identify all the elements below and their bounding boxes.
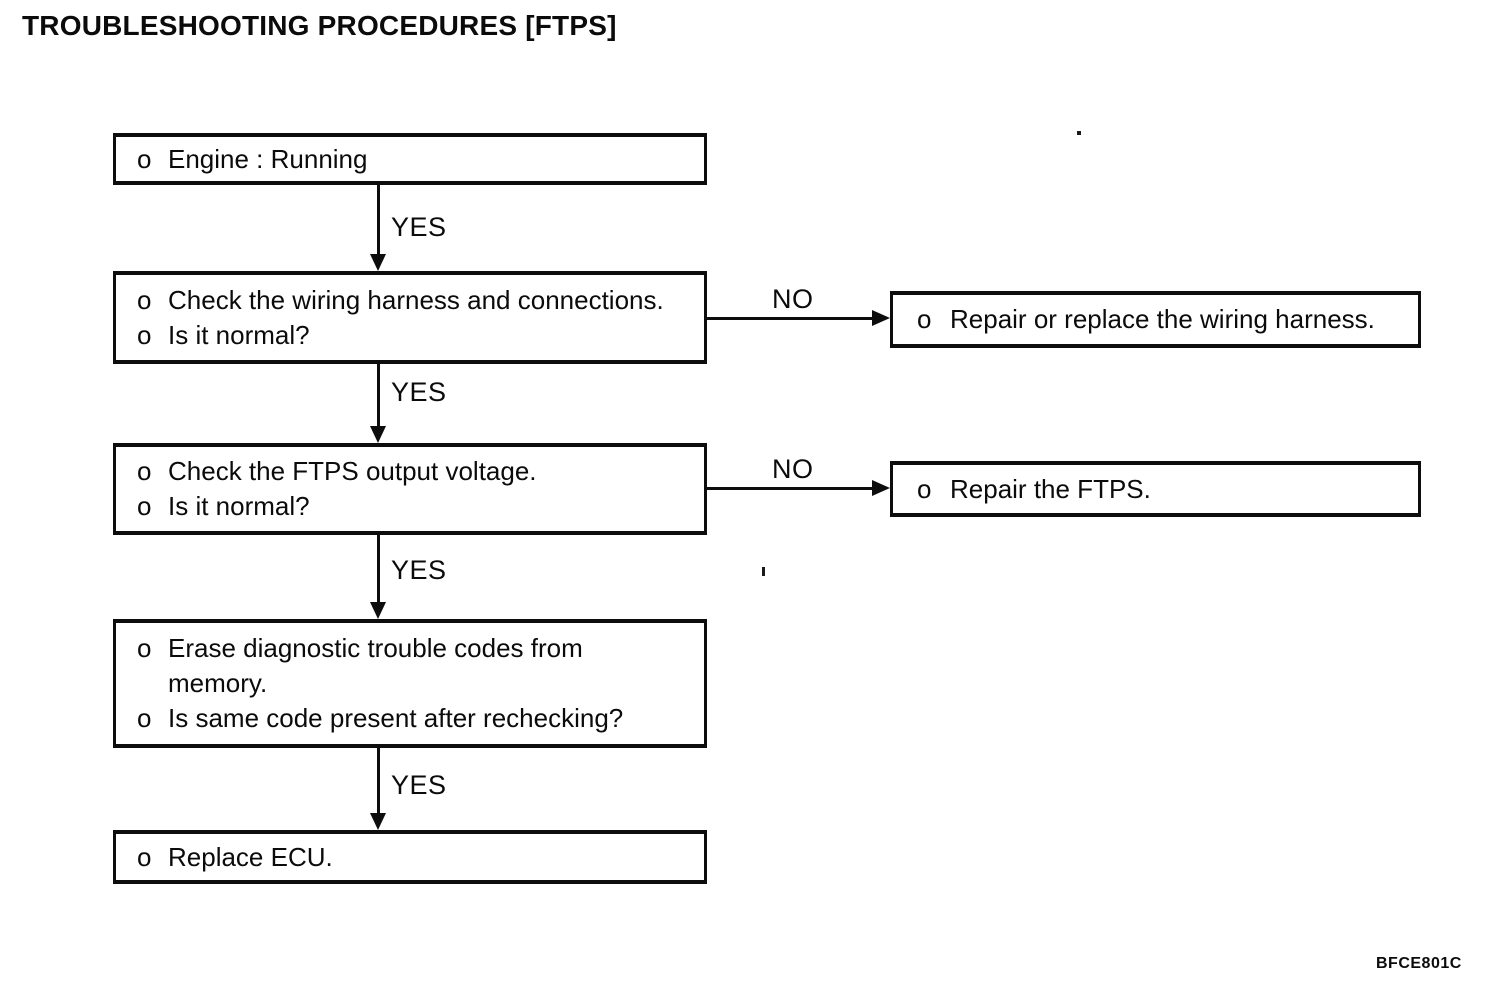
arrowhead-right-icon (872, 480, 890, 496)
flow-box-check-ftps-output-voltage: o Check the FTPS output voltage. o Is it… (113, 443, 707, 535)
flow-line: o Is it normal? (116, 489, 696, 524)
flow-line-text: memory. (168, 668, 268, 698)
bullet-marker: o (137, 319, 152, 350)
flow-box-content: o Repair or replace the wiring harness. (893, 295, 1418, 344)
bullet-marker: o (137, 143, 152, 174)
arrowhead-down-icon (370, 813, 386, 830)
flow-box-engine-running: o Engine : Running (113, 133, 707, 185)
flow-line-text: Replace ECU. (168, 841, 333, 872)
flow-line: o Replace ECU. (116, 840, 696, 875)
flow-line: o Repair the FTPS. (893, 472, 1410, 507)
connector-line-4 (377, 748, 380, 813)
bullet-marker: o (137, 633, 152, 663)
bullet-marker: o (137, 841, 152, 872)
flow-line: o Check the wiring harness and connectio… (116, 283, 696, 318)
arrowhead-down-icon (370, 254, 386, 271)
flow-line-text: Repair or replace the wiring harness. (950, 304, 1375, 334)
bullet-marker: o (917, 304, 932, 334)
bullet-marker: o (137, 456, 152, 486)
page-title: TROUBLESHOOTING PROCEDURES [FTPS] (22, 10, 617, 41)
flow-line-text: Engine : Running (168, 143, 368, 174)
flow-box-repair-ftps: o Repair the FTPS. (890, 461, 1421, 517)
bullet-marker: o (137, 491, 152, 521)
flow-line-text: Is it normal? (168, 319, 310, 350)
figure-code: BFCE801C (1376, 955, 1462, 972)
bullet-marker: o (137, 703, 152, 733)
edge-label-yes-1: YES (391, 212, 447, 242)
flow-line-text: Is it normal? (168, 491, 310, 521)
flow-line-text: Is same code present after rechecking? (168, 703, 624, 733)
flow-box-erase-diagnostic-trouble-codes: o Erase diagnostic trouble codes from me… (113, 619, 707, 748)
flow-line-text: Check the wiring harness and connections… (168, 284, 664, 315)
arrowhead-down-icon (370, 426, 386, 443)
bullet-marker: o (917, 473, 932, 504)
edge-label-no-1: NO (772, 284, 814, 314)
edge-label-yes-2: YES (391, 377, 447, 407)
flow-box-content: o Replace ECU. (116, 834, 704, 880)
connector-line-no-2 (707, 487, 872, 490)
flow-line: o Is same code present after rechecking? (116, 701, 696, 736)
flow-line-text: Check the FTPS output voltage. (168, 456, 537, 486)
connector-line-2 (377, 364, 380, 426)
arrowhead-down-icon (370, 602, 386, 619)
flow-line: o Repair or replace the wiring harness. (893, 302, 1410, 337)
flow-box-content: o Repair the FTPS. (893, 465, 1418, 513)
connector-line-no-1 (707, 317, 872, 320)
flow-line: o Engine : Running (116, 142, 696, 177)
arrowhead-right-icon (872, 310, 890, 326)
flow-box-repair-or-replace-wiring-harness: o Repair or replace the wiring harness. (890, 291, 1421, 348)
edge-label-yes-3: YES (391, 555, 447, 585)
flow-box-check-wiring-harness: o Check the wiring harness and connectio… (113, 271, 707, 364)
flow-line: o Check the FTPS output voltage. (116, 454, 696, 489)
bullet-marker: o (137, 284, 152, 315)
edge-label-no-2: NO (772, 454, 814, 484)
edge-label-yes-4: YES (391, 770, 447, 800)
flow-line-text: Erase diagnostic trouble codes from (168, 633, 583, 663)
flow-line-continuation: memory. (116, 666, 696, 701)
connector-line-1 (377, 185, 380, 255)
flow-box-content: o Erase diagnostic trouble codes from me… (116, 623, 704, 744)
scan-speck (762, 567, 765, 576)
flow-box-content: o Check the FTPS output voltage. o Is it… (116, 447, 704, 531)
connector-line-3 (377, 535, 380, 602)
flow-line-text: Repair the FTPS. (950, 473, 1151, 504)
scan-speck (1077, 131, 1081, 135)
flow-line: o Erase diagnostic trouble codes from (116, 631, 696, 666)
flow-box-content: o Engine : Running (116, 137, 704, 181)
flow-line: o Is it normal? (116, 318, 696, 353)
flow-box-replace-ecu: o Replace ECU. (113, 830, 707, 884)
flow-box-content: o Check the wiring harness and connectio… (116, 275, 704, 360)
